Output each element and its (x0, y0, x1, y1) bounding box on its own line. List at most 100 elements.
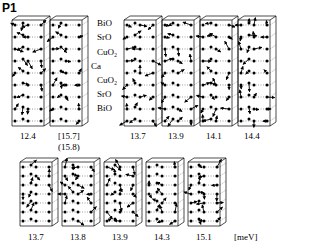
displacement-arrow (78, 103, 79, 109)
energy-value: 14.3 (154, 232, 170, 242)
displacement-arrow (122, 96, 127, 98)
atom (266, 84, 269, 87)
cell-edge (50, 20, 82, 126)
displacement-arrow (178, 49, 180, 56)
layer-line (200, 45, 238, 49)
atom (139, 108, 142, 111)
atom (134, 58, 137, 61)
displacement-arrow (249, 83, 251, 92)
unit-cell (196, 16, 238, 126)
displacement-arrow (66, 61, 71, 63)
displacement-arrow (68, 186, 73, 192)
layer-line (50, 117, 88, 121)
layer-line (188, 172, 226, 176)
atom (52, 120, 55, 123)
atom (35, 166, 38, 169)
unit-cell (11, 16, 50, 126)
displacement-arrow (49, 185, 52, 192)
displacement-arrow (196, 96, 203, 97)
layer-line (200, 117, 238, 121)
displacement-arrow (27, 201, 31, 207)
atom (190, 166, 193, 169)
displacement-arrow (203, 119, 211, 121)
displacement-arrow (115, 165, 121, 171)
atom (174, 193, 177, 196)
atom (240, 60, 243, 63)
atom (202, 48, 205, 51)
cell-edge (104, 158, 142, 162)
displacement-arrow (216, 49, 221, 52)
displacement-arrow (162, 73, 165, 77)
atom (52, 60, 55, 63)
displacement-arrow (28, 61, 32, 69)
layer-line (104, 190, 142, 194)
displacement-arrow (264, 70, 267, 73)
atom (14, 60, 17, 63)
layer-line (50, 21, 88, 25)
displacement-arrow (235, 25, 241, 26)
atom (78, 96, 81, 99)
displacement-arrow (249, 19, 250, 23)
atom (27, 96, 30, 99)
atom (40, 36, 43, 39)
atom (52, 24, 55, 27)
atom (14, 84, 17, 87)
atom (40, 96, 43, 99)
displacement-arrow (247, 47, 249, 53)
displacement-arrow (217, 207, 223, 212)
unit-cell (120, 16, 162, 126)
layer-line (124, 33, 162, 37)
displacement-arrow (241, 66, 243, 73)
unit-cell (184, 158, 226, 226)
displacement-arrow (65, 196, 67, 203)
unit-cell (20, 158, 58, 226)
displacement-arrow (203, 61, 211, 62)
displacement-arrow (161, 83, 165, 85)
atom (72, 209, 75, 212)
layer-line (50, 105, 88, 109)
energy-value: (15.8) (58, 142, 80, 152)
atom (65, 72, 68, 75)
displacement-arrow (50, 109, 53, 111)
atom (48, 220, 51, 223)
atom (148, 202, 151, 205)
atom (22, 166, 25, 169)
displacement-arrow (17, 95, 23, 97)
layer-line (12, 81, 50, 85)
displacement-arrow (33, 49, 41, 52)
layer-label: CuO₂ (97, 75, 117, 85)
displacement-arrow (202, 115, 203, 121)
cell-edge (146, 158, 184, 162)
displacement-arrow (191, 201, 197, 203)
displacement-arrow (41, 69, 46, 73)
atom (152, 36, 155, 39)
cell-edge (146, 162, 178, 226)
atom (190, 48, 193, 51)
layer-line (62, 163, 100, 167)
displacement-arrow (127, 25, 131, 27)
displacement-arrow (178, 109, 182, 111)
layer-line (146, 181, 184, 185)
displacement-arrow (217, 202, 223, 203)
displacement-arrow (41, 20, 46, 25)
displacement-arrow (246, 71, 249, 74)
atom (190, 175, 193, 178)
displacement-arrow (31, 160, 36, 165)
atom (106, 193, 109, 196)
displacement-arrow (17, 47, 23, 50)
atom (172, 106, 175, 109)
displacement-arrow (27, 109, 28, 114)
atom (78, 48, 81, 51)
layer-line (188, 163, 226, 167)
displacement-arrow (249, 35, 257, 37)
displacement-arrow (202, 205, 204, 212)
atom (172, 82, 175, 85)
layer-line (238, 57, 276, 61)
displacement-arrow (162, 198, 166, 203)
atom (156, 164, 159, 167)
displacement-arrow (221, 108, 229, 110)
displacement-arrow (229, 37, 232, 39)
atom (210, 46, 213, 49)
